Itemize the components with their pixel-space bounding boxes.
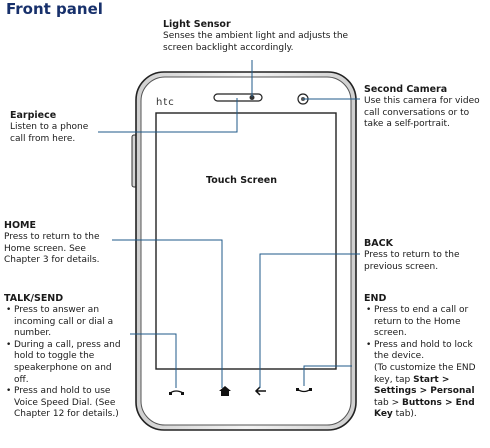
talk-send-item: Press to answer an incoming call or dial… xyxy=(6,305,126,340)
back-desc: Press to return to the previous screen. xyxy=(364,250,460,272)
end-item: Press and hold to lock the device. xyxy=(366,340,486,363)
earpiece-callout xyxy=(98,98,238,133)
end-callout xyxy=(303,365,352,386)
earpiece-annotation: Earpiece Listen to a phone call from her… xyxy=(10,110,100,145)
end-note: (To customize the END key, tap Start > S… xyxy=(374,362,476,420)
talk-send-item: During a call, press and hold to toggle … xyxy=(6,340,126,386)
end-label: END xyxy=(364,293,387,304)
light-sensor-dot xyxy=(249,95,255,100)
home-desc: Press to return to the Home screen. See … xyxy=(4,232,100,266)
home-annotation: HOME Press to return to the Home screen.… xyxy=(4,220,116,267)
light-sensor-annotation: Light Sensor Senses the ambient light an… xyxy=(163,19,363,54)
home-label: HOME xyxy=(4,220,36,231)
end-annotation: END Press to end a call or return to the… xyxy=(364,293,488,421)
back-callout xyxy=(259,253,360,388)
page-title: Front panel xyxy=(6,0,103,18)
second-camera-desc: Use this camera for video call conversat… xyxy=(364,96,480,130)
talk-send-annotation: TALK/SEND Press to answer an incoming ca… xyxy=(4,293,128,421)
talk-send-callout xyxy=(130,333,177,388)
touch-screen xyxy=(155,112,337,370)
talk-send-list: Press to answer an incoming call or dial… xyxy=(4,305,126,421)
home-icon xyxy=(219,386,231,396)
call-send-icon xyxy=(169,390,184,395)
earpiece-desc: Listen to a phone call from here. xyxy=(10,122,89,144)
second-camera-annotation: Second Camera Use this camera for video … xyxy=(364,84,488,131)
back-arrow-icon xyxy=(254,386,266,396)
light-sensor-desc: Senses the ambient light and adjusts the… xyxy=(163,31,349,53)
end-call-icon xyxy=(296,388,312,393)
talk-send-label: TALK/SEND xyxy=(4,293,64,304)
light-sensor-label: Light Sensor xyxy=(163,19,231,30)
screen-label: Touch Screen xyxy=(206,175,278,186)
back-annotation: BACK Press to return to the previous scr… xyxy=(364,238,488,273)
earpiece-grill xyxy=(213,93,263,102)
home-callout xyxy=(112,239,223,388)
earpiece-label: Earpiece xyxy=(10,110,57,121)
brand-logo: htc xyxy=(156,97,175,108)
end-item: Press to end a call or return to the Hom… xyxy=(366,305,486,340)
second-camera-label: Second Camera xyxy=(364,84,448,95)
end-list: Press to end a call or return to the Hom… xyxy=(364,305,486,363)
back-label: BACK xyxy=(364,238,393,249)
talk-send-item: Press and hold to use Voice Speed Dial. … xyxy=(6,386,126,421)
